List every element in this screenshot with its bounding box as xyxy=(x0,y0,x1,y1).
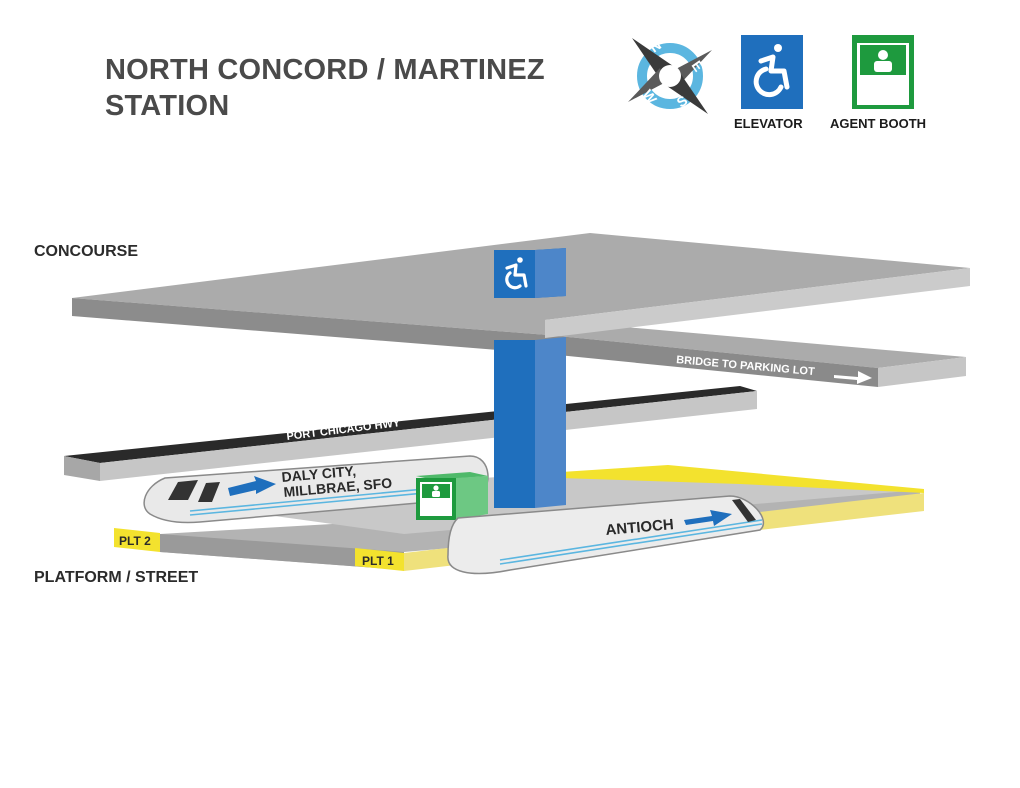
level-label-concourse: CONCOURSE xyxy=(34,243,139,260)
eastbound-arrow-icon xyxy=(684,510,732,526)
agent-booth xyxy=(416,472,488,520)
compass-east-arm xyxy=(674,50,712,84)
platform-1-edge-front xyxy=(355,548,404,571)
station-title-line1: NORTH CONCORD / MARTINEZ xyxy=(105,54,545,86)
compass-rose-icon: N E S W xyxy=(628,37,712,114)
platform-2-edge xyxy=(114,528,160,552)
westbound-arrow-icon xyxy=(228,476,276,496)
train-eastbound-label: ANTIOCH xyxy=(605,516,675,539)
station-title: NORTH CONCORD / MARTINEZ STATION xyxy=(105,52,545,124)
train-westbound-window xyxy=(168,480,198,500)
concourse-deck: BRIDGE TO PARKING LOT xyxy=(72,233,970,387)
legend-elevator-icon xyxy=(741,35,803,109)
platform-1-label: PLT 1 xyxy=(362,554,394,568)
level-label-platform: PLATFORM / STREET xyxy=(34,569,199,586)
platform-edge-far xyxy=(500,465,924,493)
station-title-line2: STATION xyxy=(105,90,230,122)
legend-agent-booth-label: AGENT BOOTH xyxy=(830,116,927,131)
compass-center xyxy=(659,65,681,87)
compass-ring xyxy=(637,43,703,109)
legend-elevator-label: ELEVATOR xyxy=(734,116,803,131)
elevator-shaft xyxy=(494,337,566,508)
compass-west-arm xyxy=(628,68,666,102)
platform-2-label: PLT 2 xyxy=(119,534,151,548)
agent-booth-icon xyxy=(860,45,906,75)
train-eastbound-window xyxy=(732,499,756,522)
legend-agent-booth-icon xyxy=(852,35,914,109)
elevator-head xyxy=(494,248,566,298)
elevator-wheelchair-icon xyxy=(505,257,528,290)
wheelchair-accessible-icon xyxy=(753,44,790,98)
train-eastbound: ANTIOCH xyxy=(447,495,765,575)
street-port-chicago-hwy: PORT CHICAGO HWY xyxy=(64,386,757,481)
bridge-arrow-icon xyxy=(834,371,872,384)
train-westbound-line1: DALY CITY, xyxy=(281,463,357,485)
